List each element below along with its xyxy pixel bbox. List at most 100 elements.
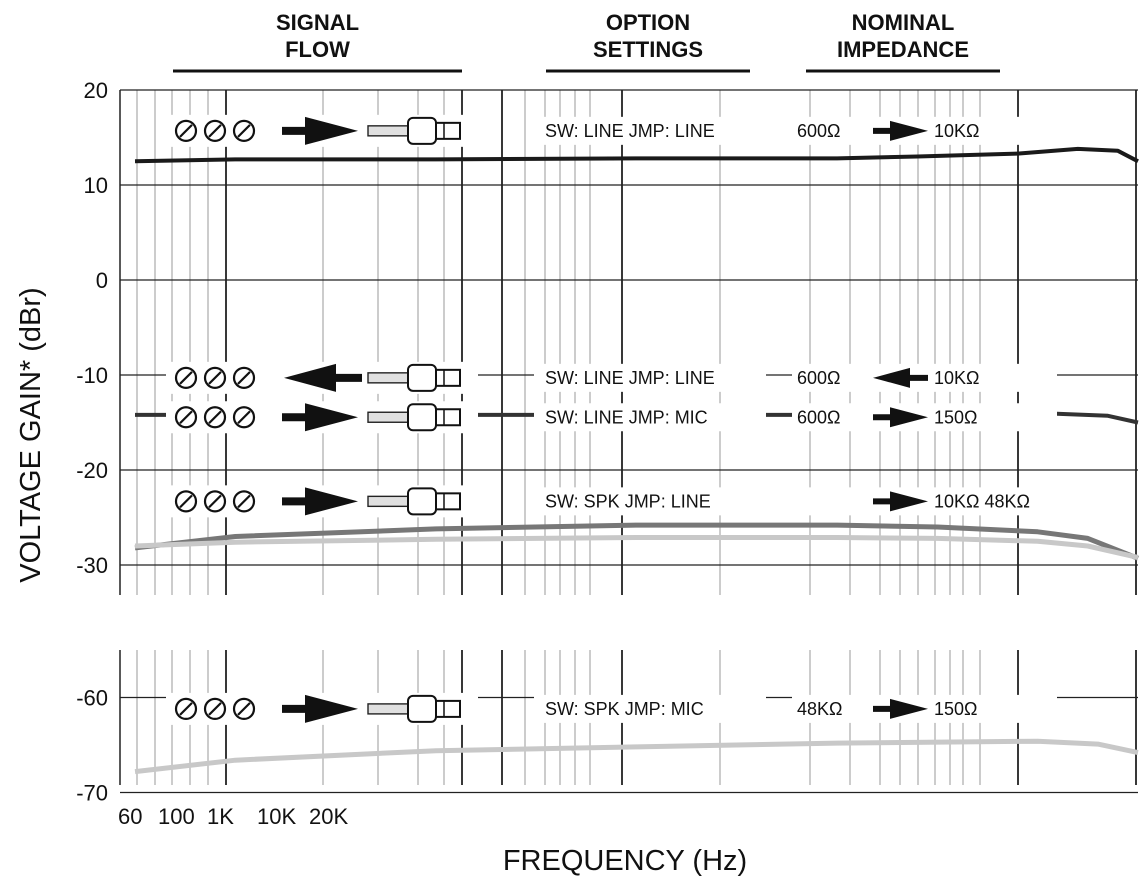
cable-icon	[367, 495, 409, 508]
cable-icon	[367, 411, 409, 423]
arrow-right-icon	[282, 116, 358, 145]
impedance-from-label: 600Ω	[797, 121, 841, 141]
terminal-screw-icon	[174, 490, 198, 513]
terminal-screw-slot	[237, 124, 251, 138]
impedance-to-label: 10KΩ	[934, 121, 979, 141]
row-backdrop	[534, 116, 766, 145]
terminal-screw-icon	[203, 406, 227, 429]
x-axis-title: FREQUENCY (Hz)	[503, 845, 747, 877]
row-backdrop	[534, 694, 766, 723]
impedance-arrow-left-icon	[873, 367, 928, 388]
x-tick-label: 100	[158, 804, 195, 829]
series-line	[134, 522, 1139, 561]
terminal-screw-icon	[203, 697, 227, 721]
y-tick-label: 10	[84, 173, 108, 198]
terminal-screw-slot	[208, 371, 222, 385]
column-header-line1: OPTION	[606, 10, 690, 35]
terminal-screw-slot	[208, 124, 222, 138]
terminal-screw-icon	[174, 366, 198, 389]
terminal-screw-slot	[179, 371, 193, 385]
arrow-left-icon	[284, 363, 362, 392]
row-backdrop	[534, 487, 766, 516]
plug-body-icon	[407, 363, 437, 392]
terminal-screw-slot	[208, 702, 222, 716]
series-line	[134, 146, 1139, 164]
cable-icon	[367, 372, 409, 384]
y-tick-label: -20	[76, 458, 108, 483]
y-tick-label: -60	[76, 686, 108, 711]
terminal-screw-icon	[203, 119, 227, 142]
series-group	[134, 146, 1139, 775]
plug-body-icon	[407, 694, 437, 723]
y-tick-label: -10	[76, 363, 108, 388]
column-header-line2: FLOW	[285, 37, 350, 62]
arrow-right-icon	[282, 487, 358, 516]
grid	[119, 89, 1138, 794]
plug-tip-icon	[435, 368, 461, 387]
signal-rows: SW: LINE JMP: LINE 600Ω 10KΩ SW: LINE JMP: …	[166, 114, 1057, 725]
terminal-screw-slot	[179, 410, 193, 425]
impedance-from-label: 600Ω	[797, 407, 841, 427]
row-backdrop	[534, 363, 766, 392]
cable-icon	[367, 703, 409, 715]
terminal-screw-icon	[174, 697, 198, 721]
terminal-screw-slot	[208, 494, 222, 509]
plug-tip-icon	[435, 699, 461, 718]
terminal-screw-icon	[203, 366, 227, 389]
impedance-from-label: 600Ω	[797, 368, 841, 388]
y-tick-label: -30	[76, 553, 108, 578]
terminal-screw-icon	[232, 490, 256, 513]
impedance-to-label: 150Ω	[934, 699, 978, 719]
y-tick-label: 20	[84, 78, 108, 103]
impedance-arrow-right-icon	[873, 120, 928, 141]
terminal-screw-slot	[208, 410, 222, 425]
terminal-screw-icon	[174, 119, 198, 142]
impedance-arrow-right-icon	[873, 698, 928, 719]
impedance-from-label: 48KΩ	[797, 699, 842, 719]
option-settings-label: SW: LINE JMP: MIC	[545, 407, 708, 427]
cable-icon	[367, 125, 409, 137]
plug-tip-icon	[435, 121, 461, 140]
impedance-to-label: 150Ω	[934, 407, 978, 427]
arrow-right-icon	[282, 694, 358, 723]
x-tick-label: 20K	[309, 804, 348, 829]
x-tick-label: 1K	[207, 804, 234, 829]
terminal-screw-icon	[174, 406, 198, 429]
x-tick-label: 10K	[257, 804, 296, 829]
terminal-screw-slot	[237, 371, 251, 385]
column-header-line2: SETTINGS	[593, 37, 703, 62]
column-header-line1: NOMINAL	[852, 10, 955, 35]
option-settings-label: SW: LINE JMP: LINE	[545, 121, 715, 141]
impedance-arrow-right-icon	[873, 491, 928, 512]
terminal-screw-slot	[237, 494, 251, 509]
y-axis-title: VOLTAGE GAIN* (dBr)	[15, 287, 47, 582]
arrow-right-icon	[282, 403, 358, 432]
impedance-arrow-right-icon	[873, 407, 928, 428]
plug-body-icon	[407, 487, 437, 516]
terminal-screw-slot	[179, 494, 193, 509]
plug-body-icon	[407, 403, 437, 432]
x-tick-label: 60	[118, 804, 142, 829]
terminal-screw-slot	[237, 410, 251, 425]
column-header-line2: IMPEDANCE	[837, 37, 969, 62]
y-tick-label: 0	[96, 268, 108, 293]
series-line	[134, 738, 1139, 775]
terminal-screw-slot	[179, 124, 193, 138]
plug-tip-icon	[435, 408, 461, 427]
option-settings-label: SW: SPK JMP: MIC	[545, 699, 704, 719]
option-settings-label: SW: LINE JMP: LINE	[545, 368, 715, 388]
terminal-screw-icon	[232, 119, 256, 142]
y-tick-label: -70	[76, 781, 108, 806]
terminal-screw-icon	[232, 697, 256, 721]
terminal-screw-icon	[232, 366, 256, 389]
plug-body-icon	[407, 116, 437, 145]
terminal-screw-slot	[237, 702, 251, 716]
row-backdrop	[534, 403, 766, 432]
option-settings-label: SW: SPK JMP: LINE	[545, 491, 711, 511]
terminal-screw-icon	[232, 406, 256, 429]
impedance-to-label: 10KΩ	[934, 368, 979, 388]
